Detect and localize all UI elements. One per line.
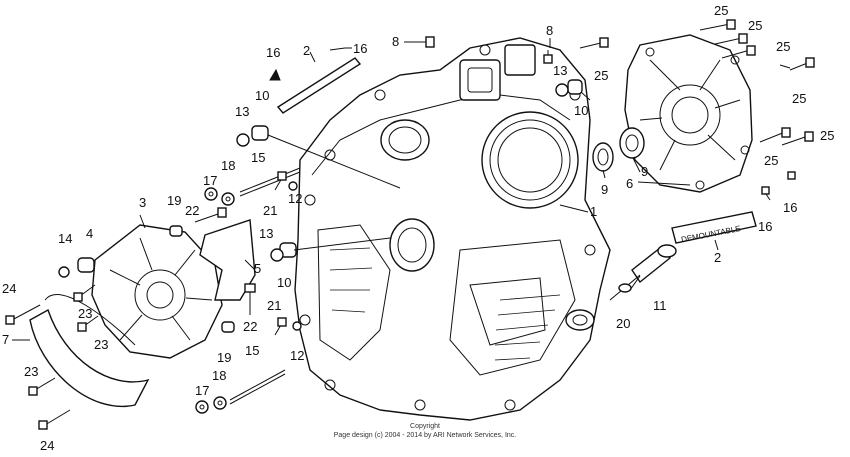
callout-c4: 4 xyxy=(86,226,93,241)
callout-c23c: 23 xyxy=(24,364,38,379)
callout-c16d: 16 xyxy=(783,200,797,215)
callout-c22b: 22 xyxy=(243,319,257,334)
callout-c12b: 12 xyxy=(290,348,304,363)
callout-c23b: 23 xyxy=(94,337,108,352)
callout-c17a: 17 xyxy=(203,173,217,188)
callout-c9a: 9 xyxy=(601,182,608,197)
callout-c9b: 9 xyxy=(641,164,648,179)
callout-c21b: 21 xyxy=(267,298,281,313)
callout-c22a: 22 xyxy=(185,203,199,218)
callout-c19a: 19 xyxy=(167,193,181,208)
callout-c25g: 25 xyxy=(748,18,762,33)
callout-c6: 6 xyxy=(626,176,633,191)
callout-c14: 14 xyxy=(58,231,72,246)
callout-c5: 5 xyxy=(254,261,261,276)
callout-c25f: 25 xyxy=(820,128,834,143)
callout-c11: 11 xyxy=(653,298,667,313)
oil-filler-cap xyxy=(609,244,677,301)
copyright-notice: Page design (c) 2004 - 2014 by ARI Netwo… xyxy=(334,432,517,439)
callout-c20: 20 xyxy=(616,316,630,331)
callout-labels: 1 2 2 3 4 5 6 7 8 8 9 9 10 10 10 11 12 1… xyxy=(2,3,834,453)
callout-c2a: 2 xyxy=(303,43,310,58)
callout-c23a: 23 xyxy=(78,306,92,321)
decal-plate: DEMOUNTABLE xyxy=(671,211,757,244)
mounting-bracket xyxy=(199,219,256,301)
callout-c3: 3 xyxy=(139,195,146,210)
callout-c15a: 15 xyxy=(251,150,265,165)
callout-c25b: 25 xyxy=(714,3,728,18)
callout-c16a: 16 xyxy=(266,45,280,60)
callout-c1: 1 xyxy=(590,204,597,219)
callout-c19b: 19 xyxy=(217,350,231,365)
gasket-top xyxy=(276,57,362,114)
callout-c8b: 8 xyxy=(546,23,553,38)
callout-c25c: 25 xyxy=(776,39,790,54)
callout-c25a: 25 xyxy=(594,68,608,83)
crankcase-housing xyxy=(294,37,611,421)
leader-lines xyxy=(12,38,791,341)
callout-c10c: 10 xyxy=(574,103,588,118)
callout-c21a: 21 xyxy=(263,203,277,218)
oil-seal-pair xyxy=(592,127,645,172)
bolts-and-fasteners xyxy=(5,19,815,430)
left-side-cover xyxy=(91,224,223,359)
belt-guard xyxy=(29,294,150,408)
callout-c16b: 16 xyxy=(353,41,367,56)
callout-c10a: 10 xyxy=(255,88,269,103)
callout-c24a: 24 xyxy=(2,281,16,296)
callout-c10b: 10 xyxy=(277,275,291,290)
callout-c13c: 13 xyxy=(553,63,567,78)
callout-c16c: 16 xyxy=(758,219,772,234)
callout-c17b: 17 xyxy=(195,383,209,398)
callout-c13a: 13 xyxy=(235,104,249,119)
callout-c2b: 2 xyxy=(714,250,721,265)
callout-c7: 7 xyxy=(2,332,9,347)
copyright-heading: Copyright xyxy=(410,423,440,430)
callout-c8a: 8 xyxy=(392,34,399,49)
callout-c18a: 18 xyxy=(221,158,235,173)
callout-c12a: 12 xyxy=(288,191,302,206)
callout-c15b: 15 xyxy=(245,343,259,358)
callout-c18b: 18 xyxy=(212,368,226,383)
right-side-cover xyxy=(624,34,753,193)
callout-c25e: 25 xyxy=(764,153,778,168)
callout-c13b: 13 xyxy=(259,226,273,241)
callout-c25d: 25 xyxy=(792,91,806,106)
callout-c24b: 24 xyxy=(40,438,54,453)
